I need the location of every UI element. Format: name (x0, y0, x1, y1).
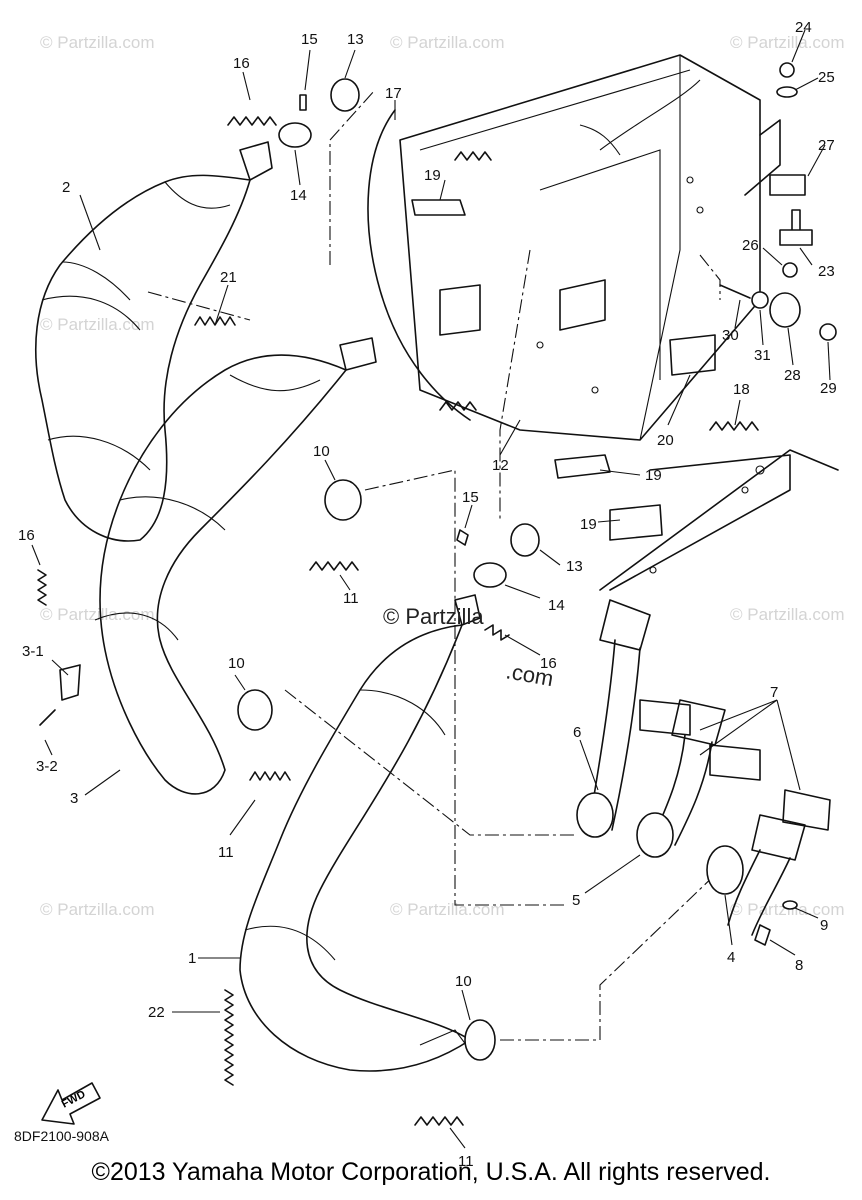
callout-28: 28 (784, 367, 801, 384)
muffler-2 (35, 141, 273, 542)
callout-15: 15 (301, 31, 318, 48)
callout-6: 6 (573, 724, 581, 741)
callout-7: 7 (770, 684, 778, 701)
callout-22: 22 (148, 1004, 165, 1021)
callout-3-2: 3-2 (36, 758, 58, 775)
callout-3: 3 (70, 790, 78, 807)
callout-15: 15 (462, 489, 479, 506)
callout-17: 17 (385, 85, 402, 102)
callout-10: 10 (455, 973, 472, 990)
callout-25: 25 (818, 69, 835, 86)
callout-leaders (31, 29, 831, 1149)
callout-30: 30 (722, 327, 739, 344)
callout-23: 23 (818, 263, 835, 280)
watermark: © Partzilla.com (730, 33, 845, 52)
fwd-arrow: FWD (41, 1082, 101, 1125)
callout-labels: 1 2 3 3-1 3-2 4 5 6 7 8 9 10 10 10 11 11… (18, 19, 837, 1170)
watermark: © Partzilla.com (40, 605, 155, 624)
callout-9: 9 (820, 917, 828, 934)
callout-1: 1 (188, 950, 196, 967)
copyright-footer: ©2013 Yamaha Motor Corporation, U.S.A. A… (91, 1158, 771, 1186)
watermark: © Partzilla.com (40, 33, 155, 52)
callout-8: 8 (795, 957, 803, 974)
frame-bracket (599, 449, 839, 591)
exhaust-pipe-4 (706, 814, 806, 936)
muffler-3 (94, 337, 377, 795)
callout-5: 5 (572, 892, 580, 909)
muffler-1 (239, 594, 481, 1072)
callout-10: 10 (228, 655, 245, 672)
callout-16: 16 (233, 55, 250, 72)
exhaust-pipe-5 (636, 699, 726, 858)
center-watermark: © Partzilla .com (383, 604, 555, 691)
callout-11: 11 (343, 590, 359, 607)
callout-13: 13 (566, 558, 583, 575)
callout-11: 11 (458, 1153, 474, 1170)
center-watermark-line1: © Partzilla (383, 604, 484, 629)
callout-4: 4 (727, 949, 735, 966)
assembly-lines (147, 89, 721, 1041)
diagram-reference-code: 8DF2100-908A (14, 1128, 109, 1144)
callout-18: 18 (733, 381, 750, 398)
callout-13: 13 (347, 31, 364, 48)
silencer-12 (399, 54, 761, 441)
exhaust-pipe-6 (576, 599, 651, 838)
callout-19: 19 (424, 167, 441, 184)
watermark: © Partzilla.com (730, 605, 845, 624)
callout-31: 31 (754, 347, 771, 364)
gasket-7 (639, 699, 831, 831)
callout-19: 19 (580, 516, 597, 533)
brackets-19-20 (411, 119, 781, 541)
callout-19: 19 (645, 467, 662, 484)
watermark: © Partzilla.com (40, 315, 155, 334)
callout-14: 14 (548, 597, 565, 614)
callout-3-1: 3-1 (22, 643, 44, 660)
callout-12: 12 (492, 457, 509, 474)
pipe-band-17 (367, 109, 471, 421)
callout-21: 21 (220, 269, 237, 286)
callout-27: 27 (818, 137, 835, 154)
callout-16: 16 (18, 527, 35, 544)
callout-2: 2 (62, 179, 70, 196)
watermark-layer: © Partzilla.com © Partzilla.com © Partzi… (40, 33, 845, 919)
clamps-and-bushings (39, 62, 837, 1061)
callout-26: 26 (742, 237, 759, 254)
watermark: © Partzilla.com (390, 33, 505, 52)
callout-10: 10 (313, 443, 330, 460)
callout-14: 14 (290, 187, 307, 204)
watermark: © Partzilla.com (40, 900, 155, 919)
callout-24: 24 (795, 19, 812, 36)
callout-29: 29 (820, 380, 837, 397)
callout-11: 11 (218, 844, 234, 861)
watermark: © Partzilla.com (390, 900, 505, 919)
callout-20: 20 (657, 432, 674, 449)
callout-16: 16 (540, 655, 557, 672)
